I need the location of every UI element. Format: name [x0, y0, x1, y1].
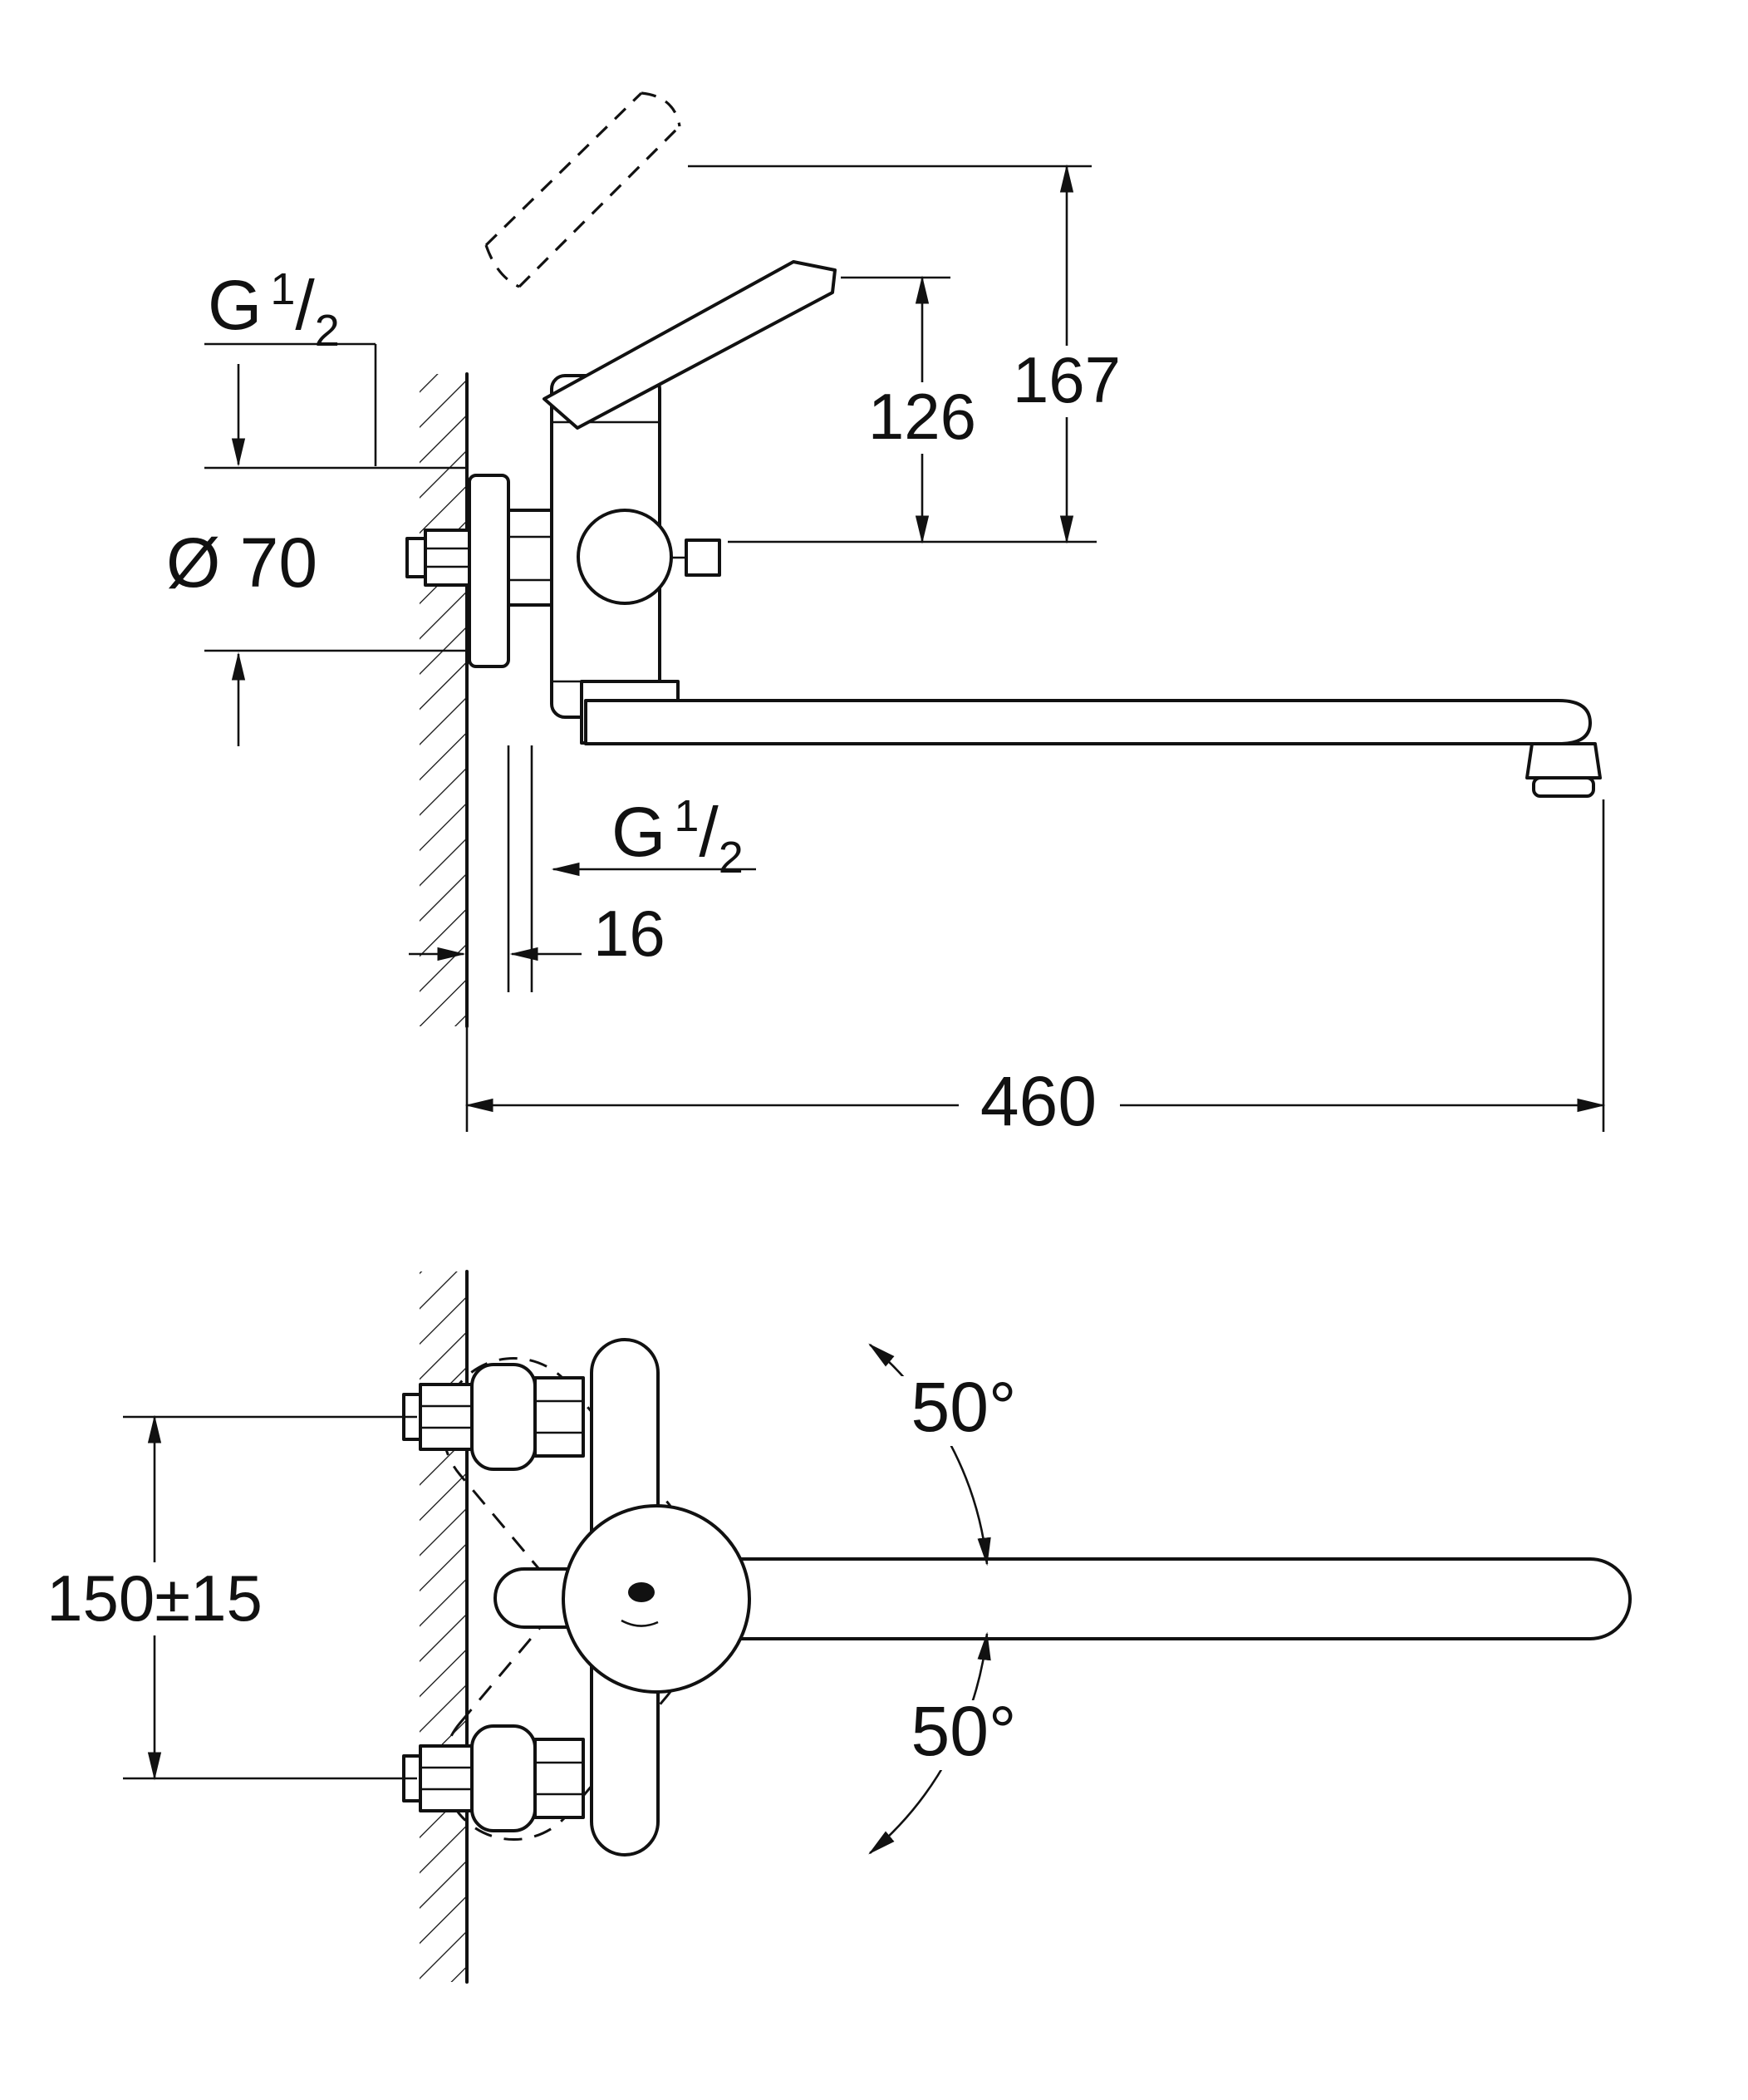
supply-nut [424, 529, 473, 587]
dim-wall-offset-label: 16 [593, 897, 665, 970]
thread-slash: / [699, 793, 719, 871]
valve-cap-side [577, 509, 673, 605]
dim-connection-spacing-label: 150±15 [47, 1561, 263, 1635]
wall-section-plan [420, 1270, 469, 1984]
dimensions-plan: 50° 50° 150±15 [47, 1343, 1037, 1855]
lever-raised-tip [641, 91, 681, 127]
thread-sub: 2 [719, 833, 744, 883]
set-screw [685, 539, 721, 577]
wall-hatching [420, 1271, 467, 1982]
escutcheon-plan [470, 1363, 537, 1471]
thread-slash: / [295, 266, 315, 344]
thread-sup: 1 [270, 264, 295, 314]
spout-side [584, 699, 1592, 745]
supply-nut [419, 1383, 474, 1451]
lever-cap-detail [628, 1582, 655, 1602]
supply-nut [419, 1744, 474, 1812]
dim-swivel-down-label: 50° [911, 1692, 1016, 1770]
spout-plan [638, 1557, 1632, 1640]
union-nut [533, 1738, 585, 1819]
wall-section-side [420, 372, 469, 1132]
lever-cap-detail-arc [621, 1619, 659, 1627]
aerator [1532, 776, 1595, 798]
spout-nozzle [1525, 742, 1602, 780]
dim-height-open-label: 167 [1013, 343, 1121, 416]
dim-height-closed-label: 126 [868, 380, 976, 453]
lever-side [543, 260, 837, 430]
escutcheon-plan [470, 1724, 537, 1832]
label-background [47, 1562, 263, 1635]
lever-cap-plan [562, 1504, 751, 1694]
thread-sup: 1 [674, 791, 699, 841]
lever-raised-edge [518, 125, 681, 288]
escutcheon-side [468, 474, 510, 668]
label-background [959, 1069, 1120, 1142]
plan-view: 50° 50° 150±15 [47, 1270, 1632, 1984]
lever-raised-edge [484, 91, 643, 247]
thread-base: G [611, 793, 665, 871]
union-nut [533, 1376, 585, 1458]
dim-swivel-up-label: 50° [911, 1368, 1016, 1446]
lever-swung-down-outline [441, 1578, 685, 1842]
wall-hatching [420, 374, 467, 1026]
lever-raised-heel [484, 244, 520, 288]
thread-sub: 2 [315, 306, 340, 356]
label-background [891, 1376, 1037, 1446]
label-background [852, 382, 992, 454]
dim-flange-diameter-label: Ø 70 [166, 524, 317, 602]
faucet-plan [402, 1338, 1632, 1857]
label-background [995, 346, 1138, 417]
lever-raised-outline [484, 91, 681, 288]
thread-base: G [208, 266, 262, 344]
faucet-side [405, 91, 1602, 798]
union-nut [507, 509, 553, 607]
label-background [891, 1700, 1037, 1770]
dim-spout-reach-label: 460 [980, 1062, 1097, 1140]
